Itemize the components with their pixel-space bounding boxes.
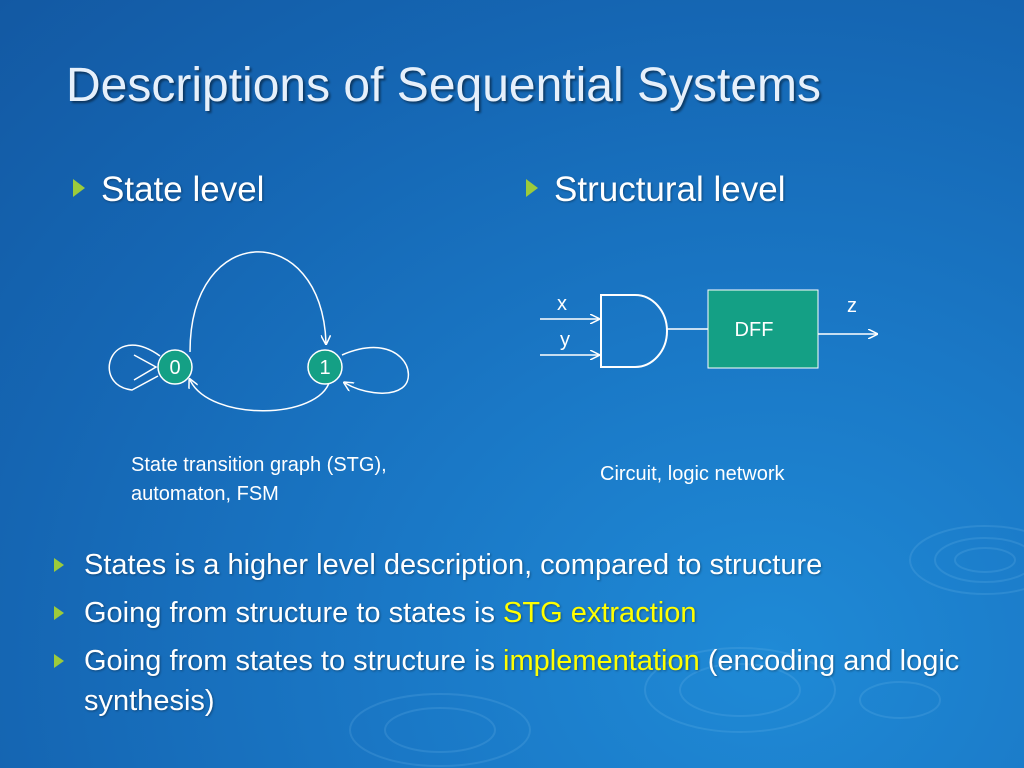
bullet-1-text: States is a higher level description, co…: [84, 549, 823, 581]
implementation-highlight: implementation: [503, 645, 700, 677]
arrow-bullet-icon: [526, 179, 538, 197]
input-x-label: x: [557, 293, 567, 315]
and-gate: [600, 294, 668, 368]
stg-caption: State transition graph (STG), automaton,…: [131, 451, 387, 509]
arrow-bullet-icon: [54, 606, 64, 620]
arrow-bullet-icon: [73, 179, 85, 197]
structural-level-label: Structural level: [554, 170, 786, 209]
input-y-label: y: [560, 329, 570, 351]
stg-extraction-highlight: STG extraction: [503, 597, 697, 629]
self-loop-0: [108, 344, 161, 391]
state-level-label: State level: [101, 170, 265, 209]
bullet-3-text: Going from states to structure is: [84, 645, 504, 677]
state-level-heading: State level: [73, 170, 264, 210]
state-transition-graph: 0 1: [108, 251, 410, 412]
transition-1-to-0: [190, 380, 331, 412]
output-z-label: z: [847, 295, 857, 317]
bullet-item-1: States is a higher level description, co…: [50, 545, 980, 585]
bullet-3-suffix: (encoding and logic synthesis): [84, 645, 960, 717]
state-1-node: [307, 349, 343, 385]
circuit-caption: Circuit, logic network: [600, 463, 785, 485]
bullet-item-3: Going from states to structure is implem…: [50, 641, 980, 721]
logic-circuit: x y DFF z: [540, 289, 885, 369]
dff-box: [707, 289, 819, 369]
self-loop-0-arrowhead: [133, 354, 158, 381]
transition-0-to-1: [189, 251, 326, 353]
stg-caption-line-2: automaton, FSM: [131, 483, 279, 505]
stg-caption-line-1: State transition graph (STG),: [131, 454, 387, 476]
self-loop-1: [341, 347, 410, 394]
bullet-list: States is a higher level description, co…: [50, 545, 980, 729]
state-1-label: 1: [319, 357, 330, 379]
arrow-bullet-icon: [54, 558, 64, 572]
bullet-2-text: Going from structure to states is: [84, 597, 504, 629]
slide-title: Descriptions of Sequential Systems: [66, 59, 822, 112]
state-0-label: 0: [169, 357, 180, 379]
dff-label: DFF: [735, 319, 774, 341]
structural-level-heading: Structural level: [526, 170, 785, 210]
state-0-node: [157, 349, 193, 385]
arrow-bullet-icon: [54, 654, 64, 668]
bullet-item-2: Going from structure to states is STG ex…: [50, 593, 980, 633]
